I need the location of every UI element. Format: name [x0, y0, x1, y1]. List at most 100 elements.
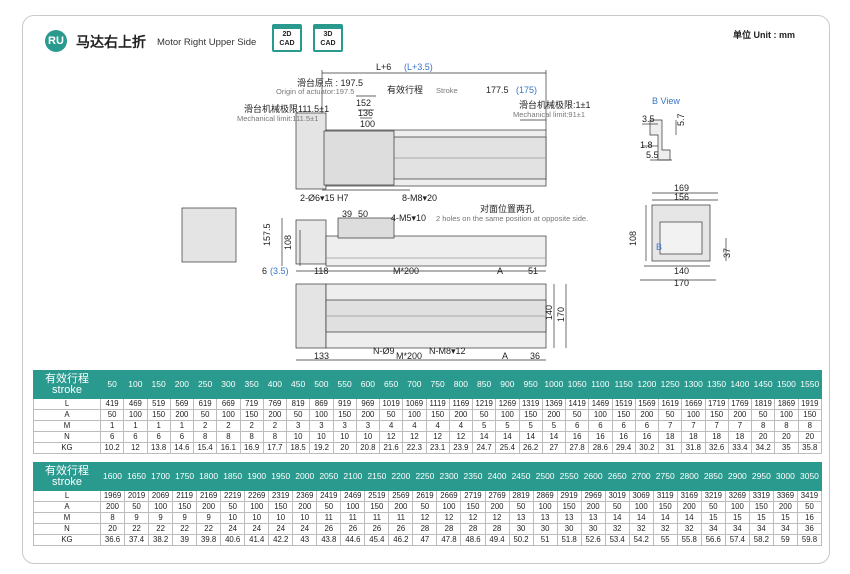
- table-cell: 2219: [220, 490, 246, 502]
- table-cell: 2819: [508, 490, 534, 502]
- table-cell: 37.4: [124, 534, 150, 546]
- table-cell: 10.2: [99, 442, 125, 454]
- stroke-value-cell: 450: [285, 370, 311, 399]
- stroke-value-cell: 300: [216, 370, 241, 399]
- table-cell: 12: [436, 512, 462, 524]
- stroke-value-cell: 1600: [99, 462, 126, 491]
- table-cell: 50: [220, 501, 246, 513]
- table-cell: 50: [657, 409, 683, 421]
- table-cell: 8: [262, 431, 288, 443]
- stroke-value-cell: 2150: [364, 462, 390, 491]
- stroke-value-cell: 1750: [172, 462, 198, 491]
- table-cell: 1: [169, 420, 195, 432]
- stroke-value-cell: 2650: [604, 462, 630, 491]
- table-cell: 150: [268, 501, 294, 513]
- row-label: N: [33, 523, 101, 535]
- table-cell: 2769: [484, 490, 510, 502]
- table-cell: 3219: [700, 490, 726, 502]
- end-dim-156: 156: [674, 192, 689, 202]
- table-cell: 5: [518, 420, 543, 432]
- table-cell: 13: [556, 512, 582, 524]
- mech-limit-right-en: Mechanical limit:91±1: [513, 110, 585, 119]
- table-cell: 1819: [750, 398, 776, 410]
- table-cell: 1: [146, 420, 171, 432]
- table-cell: 2519: [364, 490, 390, 502]
- stroke-value-cell: 950: [518, 370, 543, 399]
- table-cell: 56.6: [700, 534, 726, 546]
- table-cell: 1969: [99, 490, 126, 502]
- table-cell: 5: [541, 420, 567, 432]
- table-cell: 15.4: [192, 442, 218, 454]
- table-cell: 100: [495, 409, 520, 421]
- table-cell: 31: [657, 442, 683, 454]
- dim-overall-length: L+6: [376, 62, 391, 72]
- table-cell: 50: [604, 501, 630, 513]
- stroke-value-cell: 1350: [704, 370, 729, 399]
- table-cell: 50: [285, 409, 311, 421]
- table-cell: 3169: [676, 490, 702, 502]
- table-cell: 9: [196, 512, 222, 524]
- table-cell: 100: [588, 409, 613, 421]
- table-cell: 24: [244, 523, 270, 535]
- stroke-value-cell: 1500: [774, 370, 799, 399]
- table-cell: 12: [425, 431, 450, 443]
- table-cell: 1669: [681, 398, 706, 410]
- cad-3d-line1: 3D: [323, 31, 333, 38]
- stroke-value-cell: 1950: [268, 462, 294, 491]
- stroke-value-cell: 1250: [657, 370, 683, 399]
- table-cell: 25.4: [495, 442, 520, 454]
- table-cell: 53.4: [604, 534, 630, 546]
- hole-spec-c-note: 2 holes on the same position at opposite…: [436, 214, 588, 223]
- stroke-value-cell: 2300: [436, 462, 462, 491]
- table-cell: 50: [564, 409, 590, 421]
- cad-3d-button[interactable]: 3D CAD: [313, 24, 343, 52]
- table-cell: 8: [216, 431, 241, 443]
- table-cell: 3: [309, 420, 334, 432]
- table-cell: 100: [436, 501, 462, 513]
- side-rail-body: [325, 235, 547, 267]
- table-cell: 14.6: [169, 442, 195, 454]
- dim-50: 50: [358, 209, 368, 219]
- unit-label: 单位 Unit : mm: [733, 30, 795, 40]
- dim-right-length-alt: (175): [516, 85, 537, 95]
- hole-spec-a: 2-Ø6▾15 H7: [300, 193, 349, 203]
- table-cell: 100: [724, 501, 750, 513]
- cad-3d-line2: CAD: [320, 40, 336, 47]
- dim-39: 39: [342, 209, 352, 219]
- table-cell: 200: [676, 501, 702, 513]
- table-cell: 3419: [796, 490, 823, 502]
- origin-label-en: Origin of actuator:197.5: [276, 87, 354, 96]
- table-cell: 50: [99, 409, 125, 421]
- table-cell: 2319: [268, 490, 294, 502]
- table-cell: 32: [628, 523, 654, 535]
- table-cell: 30: [580, 523, 606, 535]
- stroke-value-cell: 600: [355, 370, 381, 399]
- table-cell: 2169: [196, 490, 222, 502]
- stroke-value-cell: 2750: [652, 462, 678, 491]
- table-cell: 34: [748, 523, 774, 535]
- table-cell: 2: [262, 420, 288, 432]
- table-cell: 11: [364, 512, 390, 524]
- table-cell: 28.6: [588, 442, 613, 454]
- page-title: 马达右上折: [76, 35, 146, 51]
- table-cell: 100: [123, 409, 148, 421]
- table-cell: 14: [652, 512, 678, 524]
- table-cell: 14: [604, 512, 630, 524]
- b-dim-5-5: 5.5: [646, 150, 659, 160]
- page-subtitle: Motor Right Upper Side: [157, 37, 257, 48]
- table-cell: 6: [146, 431, 171, 443]
- table-cell: 20: [797, 431, 822, 443]
- table-cell: 719: [239, 398, 264, 410]
- row-label: A: [33, 501, 101, 513]
- table-cell: 35.8: [797, 442, 822, 454]
- row-label: KG: [33, 534, 101, 546]
- table-cell: 16: [611, 431, 636, 443]
- table-cell: 12: [484, 512, 510, 524]
- table-cell: 2469: [340, 490, 366, 502]
- dim-170-bottom: 170: [556, 307, 566, 322]
- table-cell: 419: [99, 398, 125, 410]
- table-cell: 16: [634, 431, 660, 443]
- dim-152: 152: [356, 98, 371, 108]
